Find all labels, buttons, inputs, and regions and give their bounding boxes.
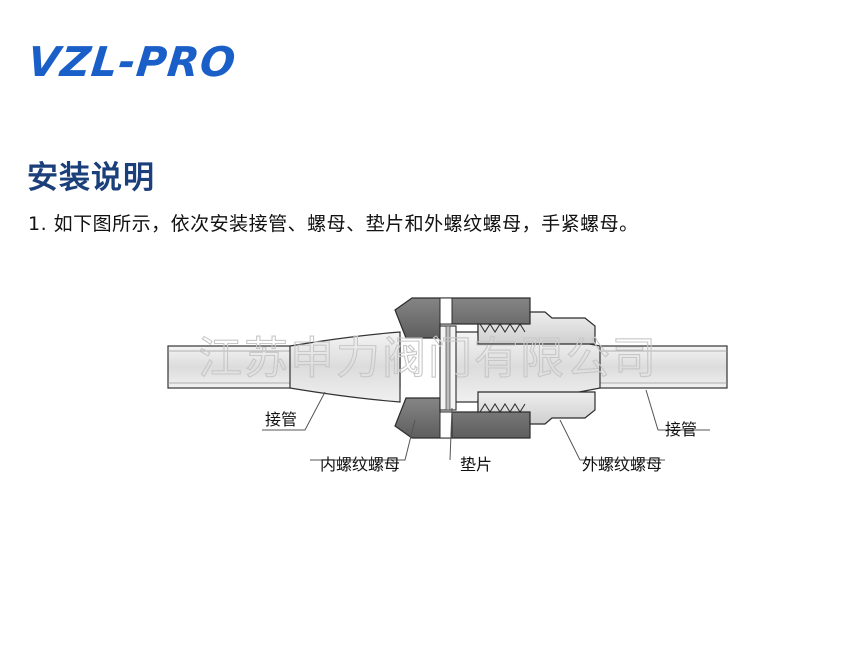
label-tube-left: 接管 <box>265 410 297 429</box>
gasket <box>439 325 457 411</box>
label-tube-right: 接管 <box>665 420 697 439</box>
label-gasket: 垫片 <box>460 455 492 474</box>
section-title: 安装说明 <box>27 160 155 196</box>
outer-thread-nut <box>477 311 596 425</box>
leader-lines <box>262 389 710 461</box>
label-outer-nut: 外螺纹螺母 <box>582 455 662 474</box>
watermark: 江苏申力阀门有限公司 <box>198 333 658 384</box>
left-tube <box>167 331 401 403</box>
instruction-text: 1. 如下图所示，依次安装接管、螺母、垫片和外螺纹螺母，手紧螺母。 <box>28 213 639 235</box>
label-inner-nut: 内螺纹螺母 <box>320 455 400 474</box>
